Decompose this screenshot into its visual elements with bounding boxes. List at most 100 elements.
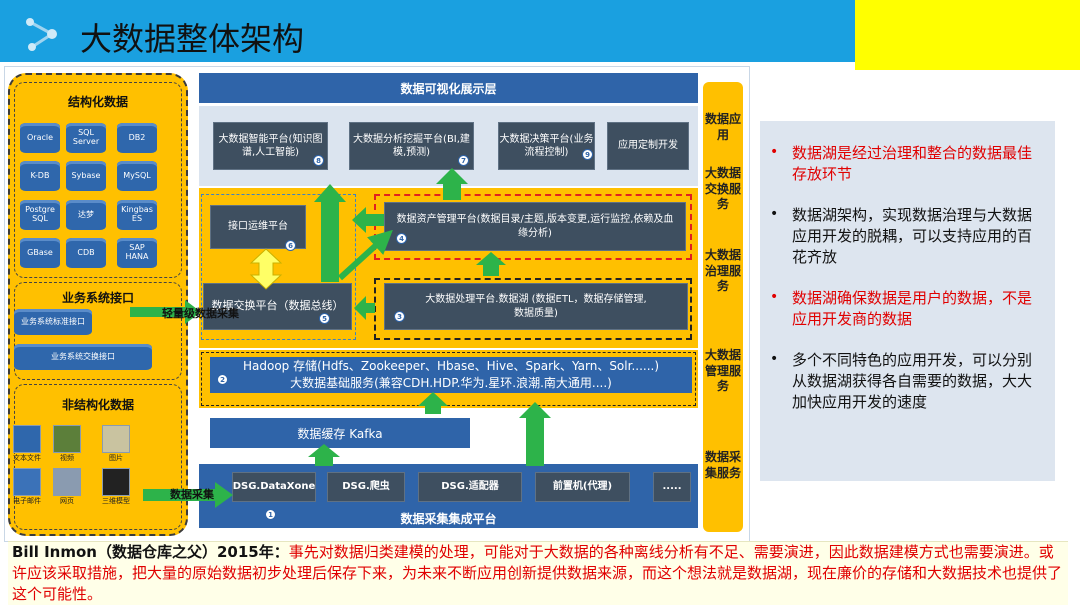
collect-arrow-label: 数据采集 [170, 488, 214, 501]
structured-data-title: 结构化数据 [67, 95, 128, 109]
collection-platform-label: 数据采集集成平台 [400, 512, 497, 526]
hadoop-storage-line2: 大数据基础服务(兼容CDH.HDP.华为.星环.浪潮.南大通用....) [290, 376, 612, 390]
file-type-icon [13, 468, 41, 496]
arrow-up [418, 392, 448, 414]
bullet-item: • 数据湖架构，实现数据治理与大数据应用开发的脱耦，可以支持应用的百花齐放 [770, 205, 1037, 268]
collector-box: 前置机(代理) [535, 472, 630, 502]
file-type-icon [13, 425, 41, 453]
arrow-up [436, 168, 468, 200]
arrow-right [130, 300, 201, 324]
file-type-icon [102, 425, 130, 453]
collector-box: DSG.DataXone [232, 472, 316, 502]
database-cylinder: CDB [66, 238, 106, 268]
file-type-label: 文本文件 [13, 454, 41, 462]
arrow-right [143, 482, 233, 508]
num-badge: 1 [265, 509, 276, 520]
database-cylinder: Sybase [66, 161, 106, 191]
bullet-dot-icon: • [770, 144, 779, 160]
num-badge: 9 [582, 149, 593, 160]
unstructured-data-title: 非结构化数据 [61, 398, 134, 412]
bullet-item: • 多个不同特色的应用开发，可以分别从数据湖获得各自需要的数据，大大加快应用开发的… [770, 350, 1037, 413]
arrow-up [476, 252, 506, 276]
service-collection: 数据采集服务 [704, 450, 741, 480]
database-cylinder: SQL Server [66, 123, 106, 153]
arrow-up [308, 444, 340, 466]
network-icon [26, 18, 57, 51]
kafka-cache: 数据缓存 Kafka [210, 418, 470, 448]
num-badge: 4 [396, 233, 407, 244]
light-collect-label: 轻量级数据采集 [162, 307, 239, 320]
file-type-icon [53, 468, 81, 496]
decision-platform: 大数据决策平台(业务流程控制) [498, 122, 595, 170]
quote-author: Bill Inmon（数据仓库之父）2015年： [12, 543, 289, 561]
database-cylinder: SAP HANA [117, 238, 157, 268]
bullet-item: • 数据湖确保数据是用户的数据，不是应用开发商的数据 [770, 288, 1037, 330]
num-badge: 8 [313, 155, 324, 166]
database-cylinder: 达梦 [66, 200, 106, 230]
num-badge: 6 [285, 240, 296, 251]
arrow-double [249, 248, 283, 290]
page-title: 大数据整体架构 [80, 20, 305, 58]
database-cylinder: Kingbas ES [117, 200, 157, 230]
bullet-item: • 数据湖是经过治理和整合的数据最佳存放环节 [770, 143, 1037, 185]
custom-dev: 应用定制开发 [607, 122, 689, 170]
num-badge: 5 [319, 313, 330, 324]
processing-platform: 大数据处理平台.数据湖 (数据ETL，数据存储管理,数据质量) [384, 283, 688, 330]
bullet-list: • 数据湖是经过治理和整合的数据最佳存放环节 • 数据湖架构，实现数据治理与大数据应用… [770, 143, 1037, 413]
file-type-label: 三维模型 [102, 497, 130, 505]
key-points-panel: • 数据湖是经过治理和整合的数据最佳存放环节 • 数据湖架构，实现数据治理与大数据应用… [760, 121, 1055, 481]
business-interface-title: 业务系统接口 [61, 291, 134, 305]
bullet-text: 数据湖是经过治理和整合的数据最佳存放环节 [792, 144, 1033, 183]
database-cylinder: GBase [20, 238, 60, 268]
bullet-dot-icon: • [770, 351, 779, 367]
governance-boundary [374, 194, 692, 260]
bullet-text: 数据湖确保数据是用户的数据，不是应用开发商的数据 [792, 289, 1033, 328]
arrow-left [352, 207, 384, 233]
num-badge: 3 [394, 311, 405, 322]
business-exchange-interface: 业务系统交换接口 [14, 344, 152, 370]
database-cylinder: DB2 [117, 123, 157, 153]
arrow-up [519, 402, 551, 466]
hadoop-storage-line1: Hadoop 存储(Hdfs、Zookeeper、Hbase、Hive、Spar… [242, 359, 660, 373]
service-data-app: 数据应用 [704, 112, 741, 142]
visualization-layer: 数据可视化展示层 [199, 73, 698, 103]
ai-platform: 大数据智能平台(知识图谱,人工智能) [213, 122, 328, 170]
collector-box: DSG.适配器 [418, 472, 522, 502]
file-type-label: 电子邮件 [13, 497, 41, 505]
bullet-text: 多个不同特色的应用开发，可以分别从数据湖获得各自需要的数据，大大加快应用开发的速… [792, 351, 1033, 411]
unstructured-data-section [14, 384, 182, 530]
num-badge: 7 [458, 155, 469, 166]
bullet-text: 数据湖架构，实现数据治理与大数据应用开发的脱耦，可以支持应用的百花齐放 [792, 206, 1033, 266]
analysis-platform: 大数据分析挖掘平台(BI,建模,预测) [349, 122, 474, 170]
collector-box: DSG.爬虫 [327, 472, 405, 502]
services-column: 数据应用 大数据交换服务 大数据治理服务 大数据管理服务 数据采集服务 [703, 82, 743, 532]
business-standard-interface: 业务系统标准接口 [14, 309, 92, 335]
num-badge: 2 [217, 374, 228, 385]
inmon-quote: Bill Inmon（数据仓库之父）2015年：事先对数据归类建模的处理，可能对… [8, 541, 1068, 605]
service-exchange: 大数据交换服务 [704, 166, 741, 212]
arrow-up [314, 184, 346, 282]
arrow-diagonal [337, 229, 393, 281]
file-type-label: 网页 [60, 497, 74, 505]
database-cylinder: Oracle [20, 123, 60, 153]
arrow-left [354, 296, 375, 320]
file-type-icon [53, 425, 81, 453]
header-accent [855, 0, 1080, 70]
database-cylinder: Postgre SQL [20, 200, 60, 230]
service-governance: 大数据治理服务 [704, 248, 741, 294]
hadoop-storage: Hadoop 存储(Hdfs、Zookeeper、Hbase、Hive、Spar… [210, 357, 692, 393]
file-type-label: 视频 [60, 454, 74, 462]
quote-text: 事先对数据归类建模的处理，可能对于大数据的各种离线分析有不足、需要演进，因此数据… [12, 543, 1063, 603]
exchange-platform: 数据交换平台（数据总线） [203, 283, 352, 330]
database-cylinder: MySQL [117, 161, 157, 191]
file-type-label: 图片 [109, 454, 123, 462]
file-type-icon [102, 468, 130, 496]
asset-mgmt-platform: 数据资产管理平台(数据目录/主题,版本变更,运行监控,依赖及血缘分析) [384, 202, 686, 251]
database-cylinder: K-DB [20, 161, 60, 191]
bullet-dot-icon: • [770, 206, 779, 222]
storage-boundary [201, 352, 696, 406]
collector-box: ..... [653, 472, 691, 502]
service-management: 大数据管理服务 [704, 348, 741, 394]
bullet-dot-icon: • [770, 289, 779, 305]
